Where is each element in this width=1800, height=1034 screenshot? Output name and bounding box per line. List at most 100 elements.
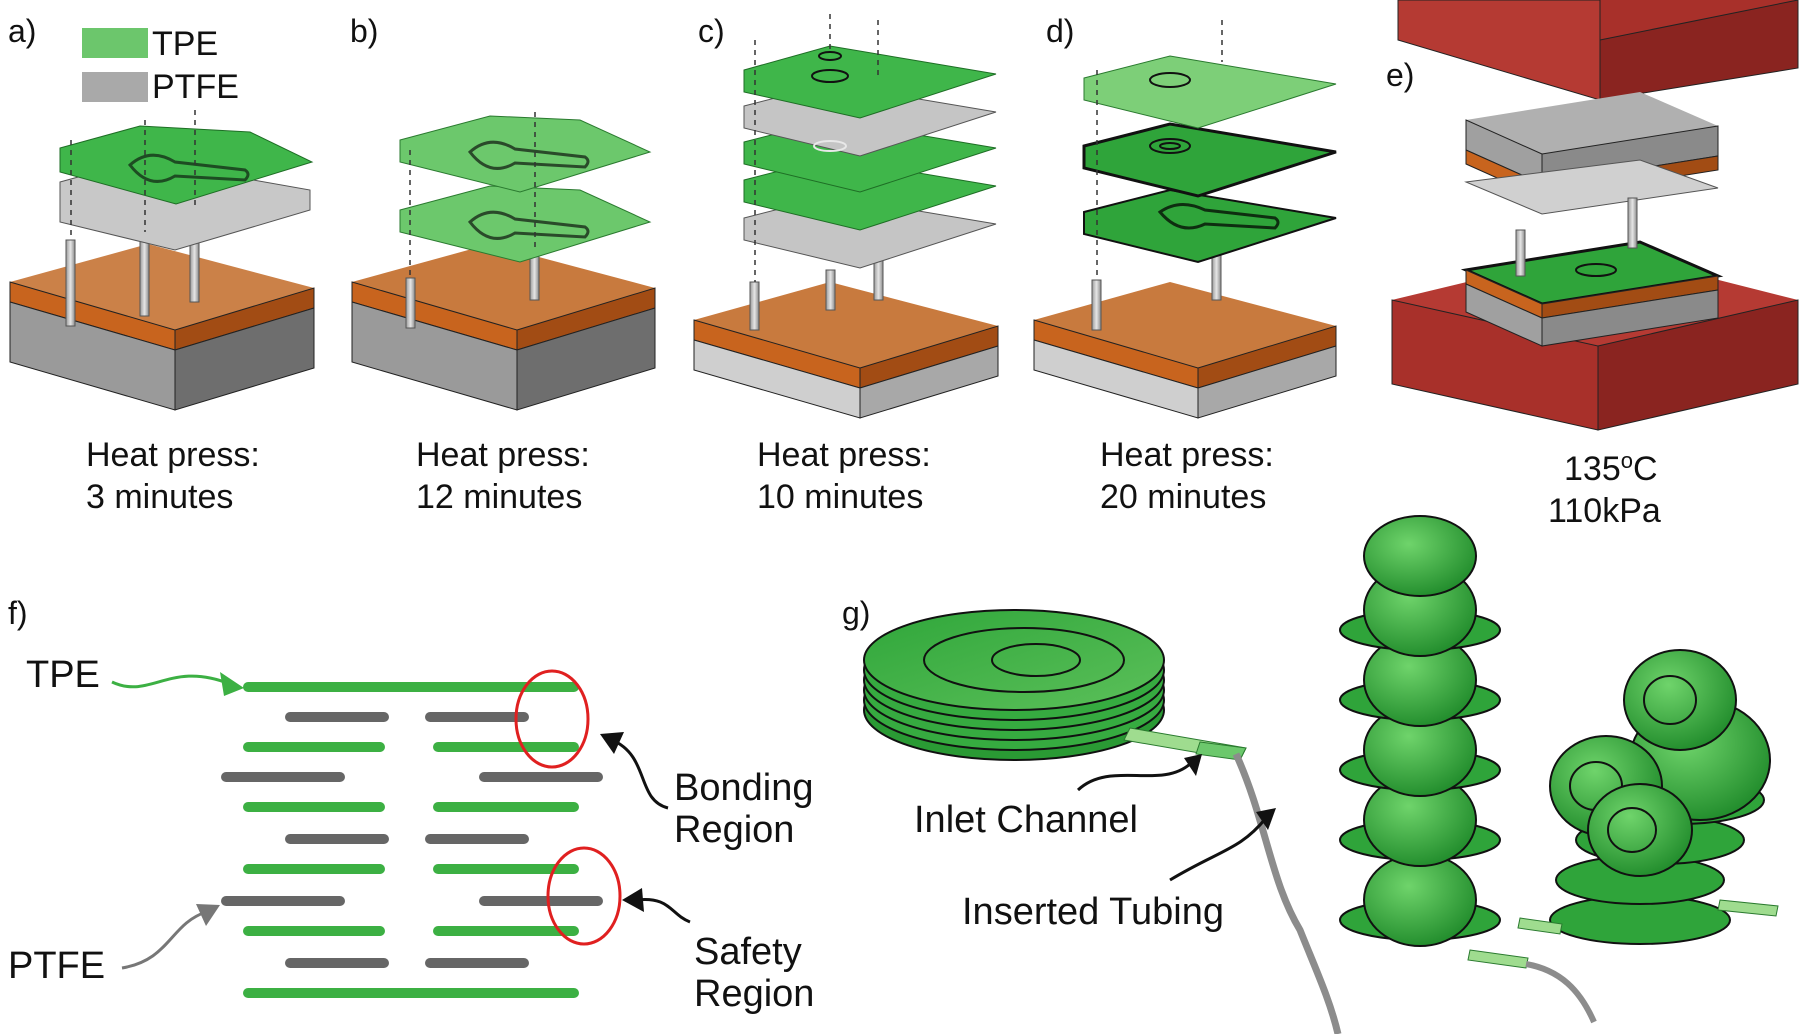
tubing-arrow: [1169, 817, 1268, 882]
svg-text:135oC: 135oC: [1564, 448, 1658, 488]
panel-d-tpe-sheet-top: [1083, 55, 1337, 129]
panel-a: a) Heat press: 3 minutes: [8, 13, 315, 516]
inserted-tubing-label: Inserted Tubing: [962, 891, 1224, 933]
panel-a-channel: [127, 153, 250, 183]
inserted-tubing: [1232, 752, 1342, 1034]
bonding-arrowhead: [600, 732, 624, 754]
panel-e-top-platen-face: [1397, 0, 1601, 101]
legend-ptfe-label: PTFE: [152, 68, 239, 106]
panel-d-pin: [1091, 279, 1102, 331]
panel-b-steel-side: [516, 307, 656, 411]
tpe-arrowhead: [220, 672, 244, 696]
panel-f: f) TPE PTFE: [8, 595, 814, 1015]
panel-c-pin: [749, 281, 760, 331]
panel-a-guides: [70, 110, 196, 240]
panel-a-caption-line2: 3 minutes: [86, 478, 233, 516]
panel-g-letter: g): [842, 595, 870, 631]
disc-stack: [863, 609, 1165, 761]
panel-a-caption-line1: Heat press:: [86, 436, 260, 474]
legend: TPE PTFE: [82, 25, 239, 106]
legend-ptfe-swatch: [82, 72, 148, 102]
panel-e-ring: [1575, 263, 1617, 277]
inlet-arrow: [1076, 762, 1191, 792]
ptfe-arrow: [121, 910, 207, 970]
ptfe-label: PTFE: [8, 945, 105, 987]
panel-d-guides: [1096, 20, 1223, 280]
panel-d-caption-line1: Heat press:: [1100, 436, 1274, 474]
panel-d-base-top: [1034, 282, 1336, 368]
safety-region-ring: [546, 846, 622, 946]
panel-c-pin: [825, 269, 836, 311]
tubing-arrowhead: [1256, 808, 1276, 830]
inlet-arrowhead: [1184, 754, 1202, 776]
panel-b-channel-upper: [467, 140, 590, 170]
panel-c-base-top: [694, 282, 998, 368]
panel-c-caption-line2: 10 minutes: [757, 478, 923, 516]
panel-a-pin: [139, 231, 150, 317]
bonding-label-line2: Region: [674, 809, 794, 851]
cluster-inlet-right: [1717, 899, 1779, 917]
panel-b-channel-lower: [467, 210, 590, 240]
safety-label-line2: Region: [694, 973, 814, 1015]
bonding-arrow: [611, 738, 669, 810]
legend-tpe-swatch: [82, 28, 148, 58]
panel-d-ring: [1159, 142, 1181, 150]
panel-c-guides: [754, 14, 879, 282]
panel-c-caption-line1: Heat press:: [757, 436, 931, 474]
panel-b-caption-line1: Heat press:: [416, 436, 590, 474]
safety-arrow: [635, 897, 691, 924]
actuator-column: [1339, 515, 1501, 947]
panel-g: g) Inlet Channel Inserted Tubing: [842, 515, 1779, 1034]
panel-e-pin: [1515, 229, 1526, 277]
panel-d-tpe-sheet-bottom: [1083, 188, 1337, 264]
safety-arrowhead: [622, 888, 644, 912]
bonding-region-ring: [514, 669, 590, 769]
panel-e-upper-top: [1466, 92, 1718, 154]
bonding-label-line1: Bonding: [674, 767, 813, 809]
panel-c-tpe-sheet-1: [743, 45, 997, 119]
tpe-arrow: [111, 674, 231, 689]
panel-b-base-top: [352, 244, 655, 330]
ptfe-arrowhead: [196, 904, 220, 926]
panel-d-letter: d): [1046, 13, 1074, 49]
panel-e-lower-steel-side: [1541, 289, 1719, 347]
panel-b-guides: [409, 112, 536, 278]
panel-f-layers: [221, 682, 603, 998]
panel-a-letter: a): [8, 13, 36, 49]
panel-c-ring-faint: [813, 140, 847, 152]
panel-b-tpe-sheet-upper: [399, 115, 652, 193]
panel-d-steel-side: [1197, 345, 1337, 419]
panel-e-letter: e): [1386, 57, 1414, 93]
cluster-inlet-left: [1517, 917, 1563, 935]
panel-b-tpe-sheet-lower: [399, 185, 652, 263]
panel-e: e) 135oC 110kPa: [1386, 0, 1799, 530]
panel-c-ring: [811, 69, 849, 83]
panel-e-pin: [1627, 197, 1638, 249]
panel-e-pressure: 110kPa: [1548, 492, 1661, 530]
panel-d-channel: [1157, 203, 1280, 230]
panel-e-temperature: 135oC: [1564, 448, 1658, 488]
panel-d: d) Heat press: 20 minutes: [1033, 13, 1337, 516]
panel-a-tpe-sheet: [59, 125, 314, 205]
tpe-label: TPE: [26, 654, 100, 696]
column-inlet: [1467, 949, 1529, 969]
panel-b: b) Heat press: 12 minutes: [350, 13, 656, 516]
panel-c-steel-side: [859, 345, 999, 419]
panel-a-pin: [65, 239, 76, 327]
legend-tpe-label: TPE: [152, 25, 218, 63]
panel-c-letter: c): [698, 13, 725, 49]
panel-c: c) Heat press: 10 minutes: [693, 13, 999, 516]
panel-d-ring: [1149, 138, 1191, 154]
panel-c-ring: [818, 51, 842, 61]
panel-a-steel-side: [174, 307, 315, 411]
panel-d-tpe-sheet-middle: [1082, 122, 1337, 198]
panel-e-ptfe-sheet: [1464, 159, 1719, 215]
panel-b-pin: [405, 277, 416, 329]
panel-b-caption-line2: 12 minutes: [416, 478, 582, 516]
panel-e-bottom-platen-side: [1597, 299, 1799, 431]
column-tubing: [1525, 961, 1597, 1024]
inlet-channel-label: Inlet Channel: [914, 799, 1138, 841]
panel-b-letter: b): [350, 13, 378, 49]
panel-f-letter: f): [8, 595, 28, 631]
